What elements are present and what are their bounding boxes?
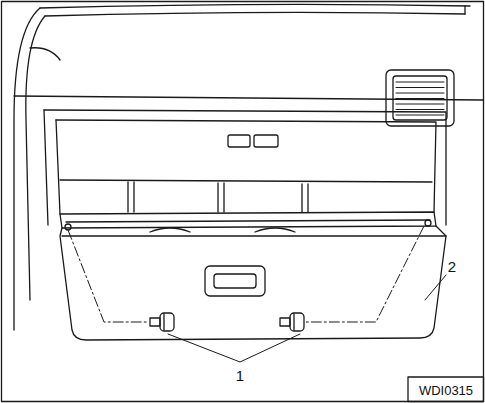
dash-side <box>26 16 45 300</box>
handle <box>205 266 265 296</box>
glove-box-lid <box>60 226 446 340</box>
dash-side <box>30 48 60 60</box>
assembly-line <box>68 230 148 322</box>
glove-box-lid <box>62 235 446 236</box>
air-vent <box>386 70 454 126</box>
opening <box>44 110 446 225</box>
assembly-line <box>306 226 424 322</box>
dash-edge <box>45 12 465 16</box>
leader-line <box>425 275 446 300</box>
opening-inner <box>56 120 60 214</box>
vent-slat <box>396 109 444 110</box>
lid-stop <box>150 228 295 232</box>
striker <box>254 135 278 147</box>
vent-slat <box>396 98 444 99</box>
callout-number: 1 <box>236 368 244 383</box>
vent-slat <box>396 93 444 94</box>
support <box>128 182 308 212</box>
handle <box>214 274 256 288</box>
vent-slat <box>396 87 444 88</box>
lid-edge <box>60 212 436 228</box>
opening-inner <box>56 120 436 212</box>
screw-hole <box>65 224 71 230</box>
dash-edge <box>40 4 470 8</box>
vent-slat <box>396 115 444 116</box>
air-vent <box>393 76 447 120</box>
stopper <box>150 313 174 331</box>
dash-edge <box>464 6 465 14</box>
lid-edge <box>66 220 430 222</box>
panel-line <box>14 96 483 100</box>
leader-line <box>168 334 300 362</box>
opening <box>44 110 48 225</box>
striker <box>228 135 250 147</box>
callout-number: 2 <box>448 259 456 274</box>
vent-slat <box>396 104 444 105</box>
screw-hole <box>425 220 431 226</box>
stopper <box>280 313 304 331</box>
code-box <box>408 377 484 402</box>
figure-code: WDI0315 <box>419 384 473 397</box>
opening-inner <box>60 180 432 182</box>
vent-slat <box>396 82 444 83</box>
